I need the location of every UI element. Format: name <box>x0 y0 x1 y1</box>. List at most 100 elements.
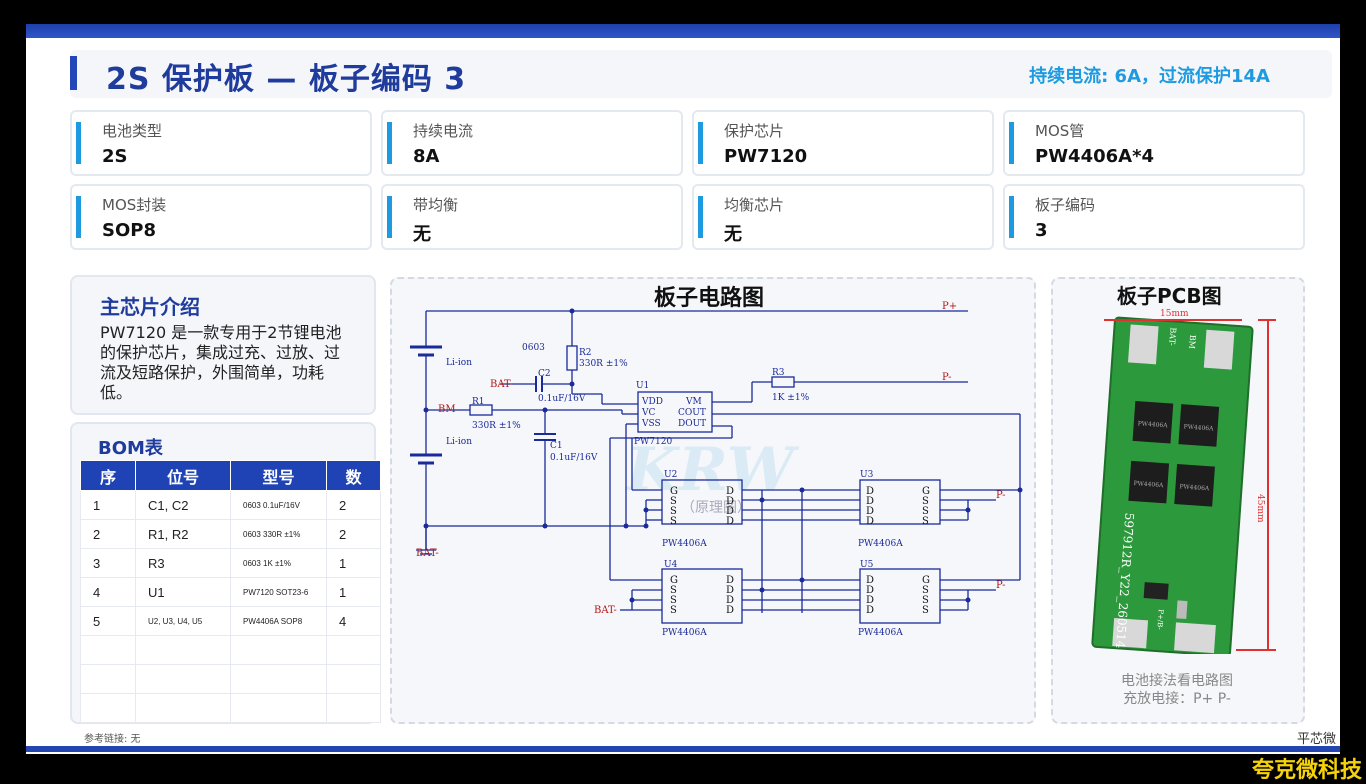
pin-g: G <box>922 575 930 586</box>
label-u5: U5 <box>860 560 874 570</box>
pin-g: G <box>670 575 678 586</box>
label-p-plus: P+ <box>942 301 957 312</box>
chip-marking: PW4406A <box>1179 483 1210 492</box>
watermark-sub: （原理图） <box>681 500 751 516</box>
spec-card-mos-package: MOS封装 SOP8 <box>70 184 372 250</box>
pin-s: S <box>922 506 929 517</box>
pin-d: D <box>866 486 874 497</box>
bom-no: 4 <box>80 577 136 607</box>
pin-d: D <box>866 585 874 596</box>
pin-d: D <box>866 496 874 507</box>
junctions <box>423 308 1023 603</box>
spec-label: MOS封装 <box>102 196 167 214</box>
spec-label: MOS管 <box>1035 122 1085 140</box>
pin-vc: VC <box>641 408 655 418</box>
pin-cout: COUT <box>678 408 706 418</box>
table-row: 1 C1, C2 0603 0.1uF/16V 2 <box>80 490 381 520</box>
chip-intro-panel: 主芯片介绍 PW7120 是一款专用于2节锂电池的保护芯片，集成过充、过放、过流… <box>70 275 376 415</box>
spec-value: 3 <box>1035 220 1048 241</box>
reference-link: 参考链接: 无 <box>84 734 141 745</box>
card-accent <box>1009 196 1014 238</box>
label-r3: R3 <box>772 368 785 378</box>
bom-table: 序 位号 型号 数 1 C1, C2 0603 0.1uF/16V 2 2 R1… <box>80 460 381 723</box>
label-mos-u5: PW4406A <box>858 628 903 638</box>
pin-s: S <box>922 496 929 507</box>
spec-label: 电池类型 <box>102 122 163 140</box>
silk-bat-minus: BAT- <box>1167 327 1177 346</box>
spec-label: 持续电流 <box>413 122 474 140</box>
pad-bat-minus <box>1128 324 1159 365</box>
table-row-empty <box>80 693 381 723</box>
bom-header-row: 序 位号 型号 数 <box>80 460 381 491</box>
table-row: 2 R1, R2 0603 330R ±1% 2 <box>80 519 381 549</box>
label-c2-value: 0.1uF/16V <box>538 394 586 404</box>
card-accent <box>387 196 392 238</box>
smd-part <box>1176 600 1188 620</box>
pin-dout: DOUT <box>678 419 706 429</box>
label-p-minus: P- <box>942 372 952 383</box>
label-mos-u3: PW4406A <box>858 539 903 549</box>
pin-s: S <box>670 585 677 596</box>
label-liion-2: Li-ion <box>446 437 472 447</box>
bom-no: 5 <box>80 606 136 636</box>
label-r1-value: 330R ±1% <box>472 421 521 431</box>
label-u3: U3 <box>860 470 874 480</box>
spec-card-board-code: 板子编码 3 <box>1003 184 1305 250</box>
schematic-title: 板子电路图 <box>654 286 765 311</box>
label-mos-u2: PW4406A <box>662 539 707 549</box>
mos-chip <box>1178 404 1220 447</box>
label-bat-minus: BAT- <box>490 379 513 390</box>
pin-g: G <box>922 486 930 497</box>
table-row: 5 U2, U3, U4, U5 PW4406A SOP8 4 <box>80 606 381 636</box>
pcb-title: 板子PCB图 <box>1117 284 1222 308</box>
intro-text: PW7120 是一款专用于2节锂电池的保护芯片，集成过充、过放、过流及短路保护，… <box>100 323 342 402</box>
label-bat-minus-u4: BAT- <box>594 605 617 616</box>
spec-label: 带均衡 <box>413 196 459 214</box>
spec-card-balance: 带均衡 无 <box>381 184 683 250</box>
bom-col-qty: 数 <box>326 460 381 491</box>
intro-title: 主芯片介绍 <box>100 295 200 319</box>
bom-ref: U2, U3, U4, U5 <box>135 606 231 636</box>
chip-marking: PW4406A <box>1183 423 1214 432</box>
label-c2: C2 <box>538 369 551 379</box>
pin-s: S <box>670 496 677 507</box>
pin-d: D <box>726 595 734 606</box>
label-r2: R2 <box>579 348 592 358</box>
bom-qty: 2 <box>326 490 381 520</box>
spec-label: 均衡芯片 <box>724 196 785 214</box>
dim-height: 45mm <box>1255 494 1265 523</box>
pcb-image: BAT- BM 597912R_Y22_260514 P+/B- PW4406A… <box>1091 309 1276 654</box>
pin-s: S <box>922 516 929 527</box>
spec-value: 2S <box>102 146 128 167</box>
pin-d: D <box>866 506 874 517</box>
pin-s: S <box>922 605 929 616</box>
pin-d: D <box>726 585 734 596</box>
pin-vdd: VDD <box>641 397 663 407</box>
bom-col-no: 序 <box>80 460 136 491</box>
pin-d: D <box>866 516 874 527</box>
pin-d: D <box>726 486 734 497</box>
pin-s: S <box>670 516 677 527</box>
label-p-minus-u5: P- <box>996 580 1006 591</box>
pin-g: G <box>670 486 678 497</box>
pin-d: D <box>866 575 874 586</box>
pcb-board <box>1091 316 1254 654</box>
page-subtitle: 持续电流: 6A，过流保护14A <box>1029 66 1270 87</box>
pin-d: D <box>726 506 734 517</box>
pin-vss: VSS <box>641 419 661 429</box>
bom-qty: 4 <box>326 606 381 636</box>
pin-d: D <box>726 575 734 586</box>
top-bar <box>26 24 1340 38</box>
page-title: 2S 保护板 — 板子编码 3 <box>106 62 467 97</box>
pad-p-minus <box>1174 622 1216 654</box>
protect-chip <box>1143 582 1169 600</box>
label-p-minus-u3: P- <box>996 490 1006 501</box>
bom-ref: U1 <box>135 577 231 607</box>
bom-title: BOM表 <box>98 438 163 459</box>
pcb-note-1: 电池接法看电路图 <box>1121 673 1233 689</box>
card-accent <box>387 122 392 164</box>
silk-bm: BM <box>1187 334 1197 349</box>
bom-model: 0603 1K ±1% <box>230 548 327 578</box>
pin-s: S <box>670 506 677 517</box>
spec-label: 保护芯片 <box>724 122 785 140</box>
